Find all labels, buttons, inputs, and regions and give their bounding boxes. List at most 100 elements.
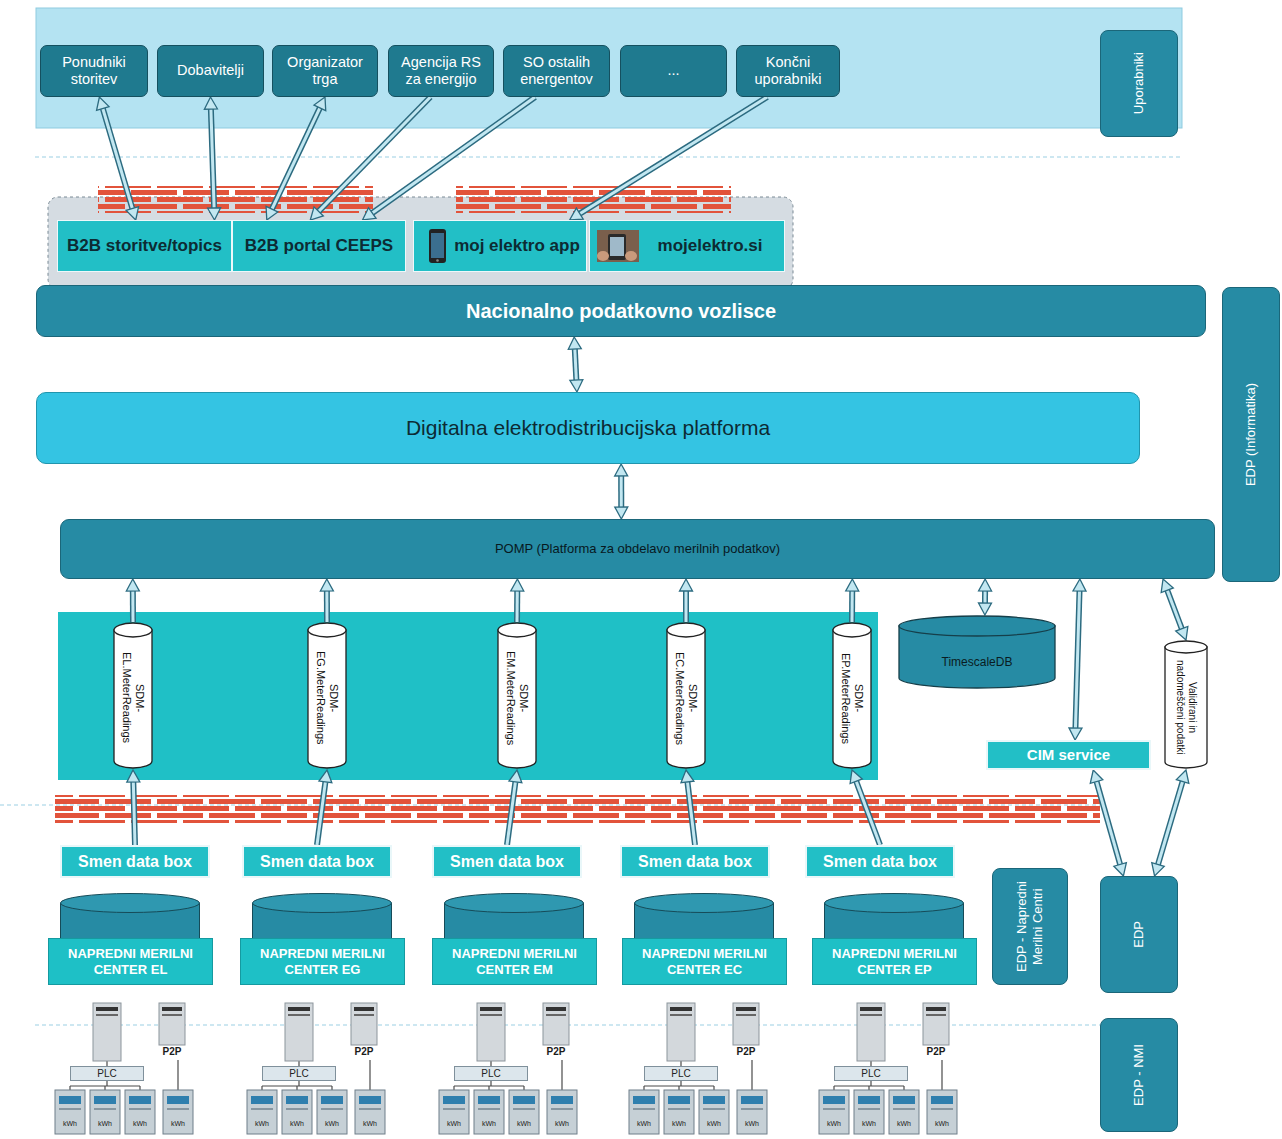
arrow-body — [131, 591, 134, 622]
topic-cylinder: SDM-EG.MeterReadings — [307, 622, 347, 770]
meter-unit: kWh — [247, 1119, 277, 1129]
plc-box: PLC — [262, 1066, 336, 1081]
platform-bar: Nacionalno podatkovno vozlisce — [36, 285, 1206, 337]
connector-arrow — [511, 579, 524, 622]
node-text: SDM-EG.MeterReadings — [314, 640, 339, 756]
arrow-outline — [319, 97, 431, 211]
meter-unit: kWh — [317, 1119, 347, 1129]
connector-arrow — [97, 97, 139, 220]
connector-arrow — [266, 97, 326, 220]
service-box: B2B portal CEEPS — [232, 220, 406, 272]
plc-box: PLC — [454, 1066, 528, 1081]
arrow-head — [1152, 863, 1164, 876]
link-label: P2P — [155, 1046, 189, 1058]
meter-unit: kWh — [737, 1119, 767, 1129]
arrow-body — [1097, 782, 1121, 865]
connector-arrow — [507, 770, 522, 845]
meter-unit: kWh — [819, 1119, 849, 1129]
arrow-head — [1090, 770, 1103, 783]
link-label: P2P — [919, 1046, 953, 1058]
connector-arrow — [127, 770, 140, 845]
arrow-head — [204, 97, 217, 109]
connector-arrow — [1152, 770, 1189, 876]
arrow-head — [568, 337, 581, 349]
connector-arrow — [568, 337, 583, 392]
node-text: SDM-EP.MeterReadings — [839, 640, 864, 756]
arrow-body — [319, 97, 431, 211]
arrow-outline — [1075, 591, 1079, 728]
meter-unit: kWh — [509, 1119, 539, 1129]
node-text: EDP (Informatika) — [1243, 383, 1259, 486]
arrow-outline — [849, 591, 855, 622]
arrow-outline — [1167, 590, 1182, 629]
topic-cylinder: SDM-EC.MeterReadings — [666, 622, 706, 770]
link-label: P2P — [539, 1046, 573, 1058]
connector-arrow — [317, 770, 332, 845]
stakeholder-box: Agencija RS za energijo — [388, 45, 494, 97]
arrow-body — [851, 591, 854, 622]
arrow-outline — [130, 591, 136, 622]
arrow-outline — [211, 109, 214, 208]
arrow-outline — [618, 476, 624, 507]
stakeholder-box: ... — [620, 45, 727, 97]
arrow-head — [511, 579, 524, 591]
meter-unit: kWh — [439, 1119, 469, 1129]
stakeholder-box: SO ostalih energentov — [503, 45, 610, 97]
meter-unit: kWh — [629, 1119, 659, 1129]
arrow-body — [103, 109, 133, 209]
node-text: Dobavitelji — [177, 62, 244, 79]
node-text: PLC — [671, 1069, 690, 1079]
arrow-head — [978, 603, 991, 615]
topics-region — [58, 612, 878, 780]
arrow-head — [850, 770, 862, 784]
meter-unit: kWh — [282, 1119, 312, 1129]
node-text: Smen data box — [260, 852, 374, 871]
plc-box: PLC — [644, 1066, 718, 1081]
arrow-body — [1075, 591, 1079, 728]
node-text: PLC — [481, 1069, 500, 1079]
meter-unit: kWh — [163, 1119, 193, 1129]
arrow-outline — [1097, 782, 1121, 865]
connector-arrow — [363, 97, 536, 220]
arrow-head — [320, 579, 333, 591]
arrow-body — [685, 591, 688, 622]
cylinder-outline — [898, 615, 1056, 690]
arrow-body — [325, 591, 328, 622]
node-text: mojelektro.si — [658, 236, 763, 256]
arrow-body — [580, 97, 767, 214]
arrow-outline — [317, 782, 325, 845]
arrow-outline — [683, 591, 689, 622]
link-label: P2P — [347, 1046, 381, 1058]
data-box: Smen data box — [432, 845, 582, 878]
topic-cylinder: SDM-EP.MeterReadings — [832, 622, 872, 770]
arrow-head — [1069, 728, 1082, 740]
node-text: EDP - NMI — [1131, 1044, 1147, 1106]
arrow-head — [615, 464, 628, 476]
arrow-head — [680, 579, 693, 591]
arrow-head — [1114, 863, 1127, 876]
node-text: NAPREDNI MERILNI CENTER EM — [435, 946, 594, 977]
firewall — [98, 186, 373, 213]
connector-arrow — [978, 579, 991, 615]
arrow-body — [687, 782, 695, 845]
data-box: Smen data box — [805, 845, 955, 878]
arrow-head — [310, 207, 323, 220]
node-text: Smen data box — [450, 852, 564, 871]
topic-cylinder: SDM-EL.MeterReadings — [113, 622, 153, 770]
arrow-head — [126, 207, 138, 220]
arrow-outline — [514, 591, 520, 622]
service-box: mojelektro.si — [589, 220, 785, 272]
arrow-body — [133, 782, 135, 845]
connector-arrow — [615, 464, 628, 519]
connector-arrow — [1069, 579, 1086, 740]
node-text: TimescaleDB — [942, 655, 1013, 669]
zone-divider — [35, 156, 1180, 157]
node-text: CIM service — [1027, 746, 1110, 764]
connector-arrow — [846, 579, 859, 622]
arrow-head — [319, 770, 332, 783]
node-text: NAPREDNI MERILNI CENTER EL — [51, 946, 210, 977]
arrow-head — [681, 770, 694, 783]
metering-center: NAPREDNI MERILNI CENTER EM — [432, 938, 597, 985]
node-text: SO ostalih energentov — [507, 54, 606, 89]
